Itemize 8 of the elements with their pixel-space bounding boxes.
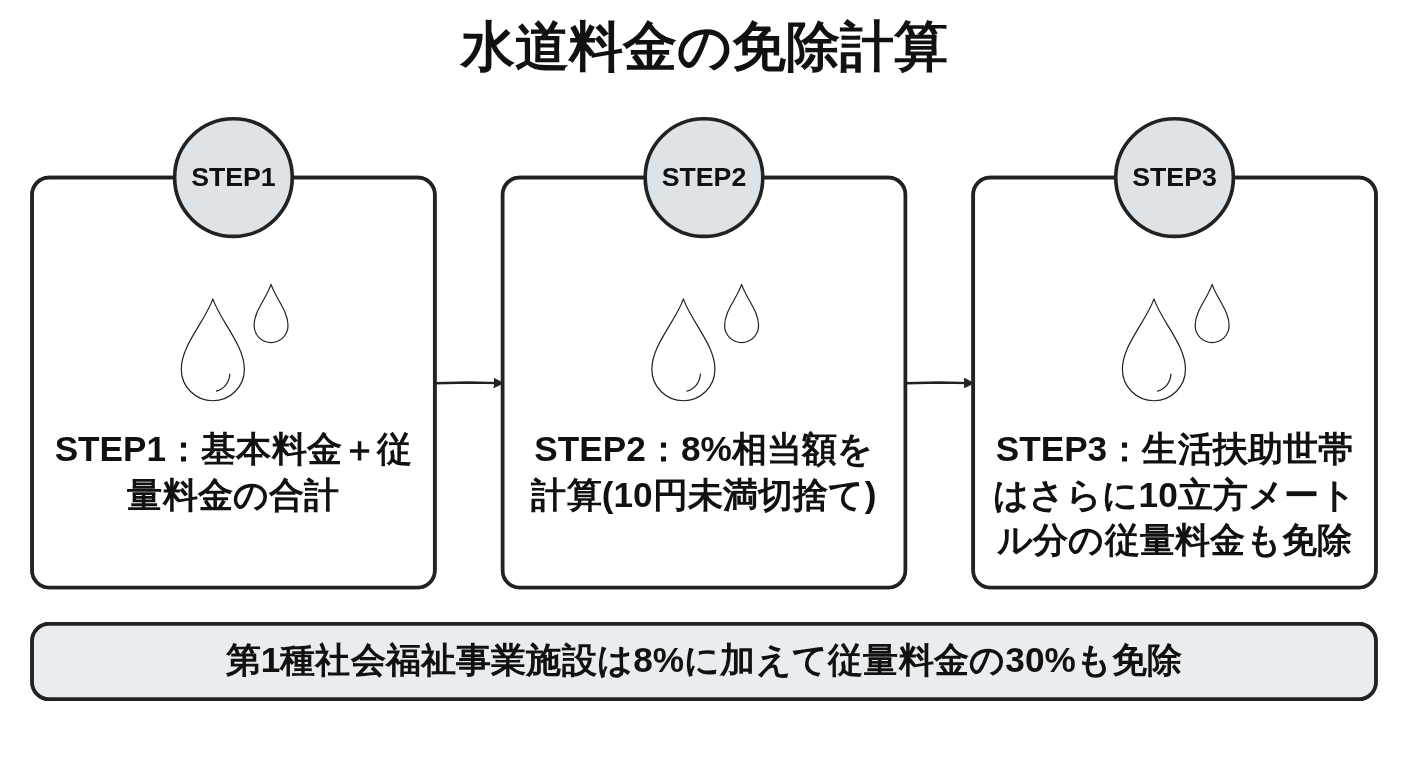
step-badge: STEP2 [643, 117, 765, 239]
step-badge: STEP3 [1113, 117, 1236, 239]
step-description: STEP2：8%相当額を計算(10円未満切捨て) [530, 428, 878, 517]
step-description: STEP3：生活扶助世帯はさらに10立方メートル分の従量料金も免除 [992, 428, 1357, 563]
step-description: STEP1：基本料金＋従量料金の合計 [53, 428, 414, 517]
step-badge: STEP1 [172, 117, 295, 239]
note-text: 第1種社会福祉事業施設は8%に加えて従量料金の30%も免除 [224, 639, 1184, 682]
title: 水道料金の免除計算 [460, 15, 948, 78]
